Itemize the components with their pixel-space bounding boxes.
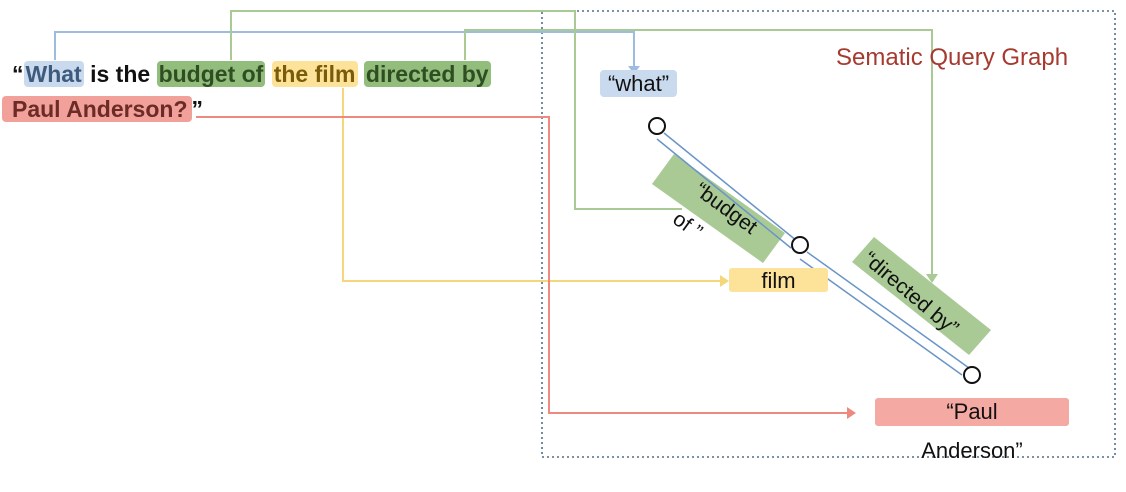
open-quote: “ [12, 61, 24, 87]
question-is-the: is the [83, 61, 157, 87]
node-what [648, 117, 666, 135]
budget-edge-band [652, 154, 785, 263]
question-paul-anderson: Paul Anderson? [2, 96, 192, 122]
question-space-2 [358, 61, 364, 87]
graph-boundary [541, 10, 1116, 458]
graph-edge-what-film-b [656, 138, 792, 249]
what-label-fill [600, 70, 677, 97]
connector-directed-by-arrowhead [926, 274, 938, 283]
graph-edge-film-paul-a [806, 251, 970, 369]
connector-paul-anderson-arrowhead [847, 407, 856, 419]
question-budget-of: budget of [156, 61, 266, 87]
graph-title: Sematic Query Graph [836, 44, 1069, 71]
question-what: What [23, 61, 84, 87]
connector-what [54, 31, 635, 68]
graph-edge-what-film-a [663, 132, 798, 242]
question-line-1: “What is the budget of the film directed… [12, 60, 491, 88]
node-paul-anderson [963, 366, 981, 384]
film-label-fill [729, 268, 828, 292]
question-the-film: the film [271, 61, 358, 87]
question-directed-by: directed by [363, 61, 491, 87]
question-line-2: Paul Anderson?” [2, 95, 203, 123]
connector-paul-anderson [196, 116, 849, 414]
film-label: film [761, 268, 796, 293]
connector-budget-of [230, 10, 682, 210]
connector-film [342, 88, 722, 282]
what-label: “what” [607, 71, 670, 96]
paul-label-line-2: Anderson” [921, 438, 1023, 463]
paul-label-fill [875, 398, 1069, 426]
close-quote: ” [191, 96, 204, 122]
connector-film-arrowhead [720, 275, 729, 287]
node-film [791, 236, 809, 254]
question-space-1 [265, 61, 271, 87]
paul-label-line-1: “Paul [946, 399, 998, 424]
directed-edge-band [852, 237, 991, 355]
connector-directed-by [464, 29, 933, 276]
